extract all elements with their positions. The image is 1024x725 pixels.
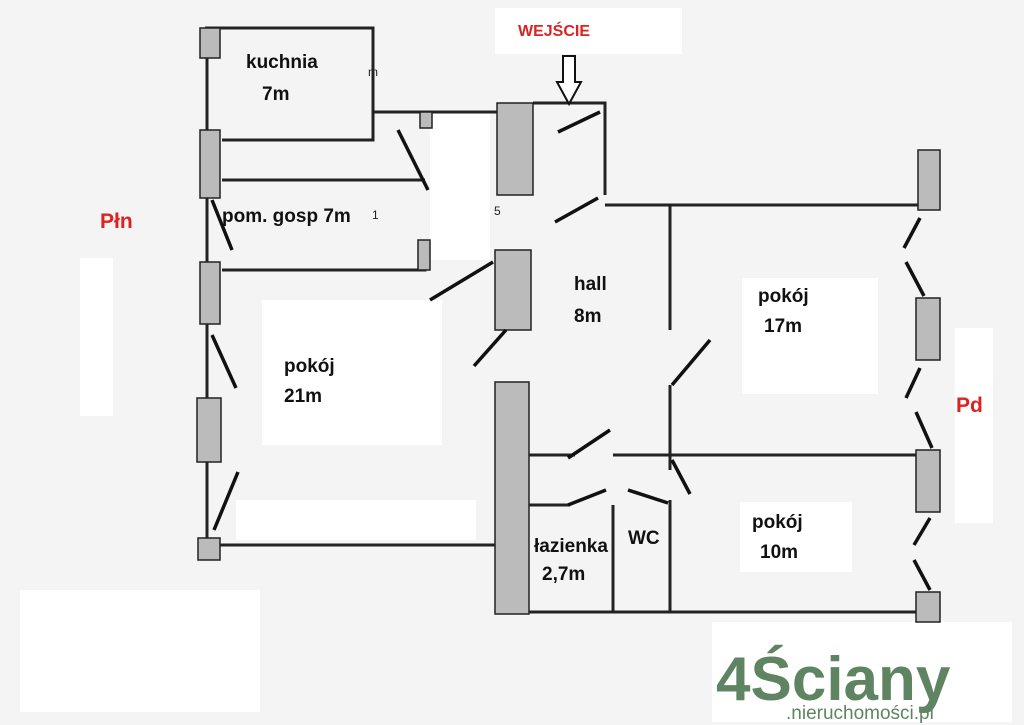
room-mid-name: pokój [758, 286, 809, 307]
cover-patch [712, 622, 1012, 722]
room-big-name: pokój [284, 356, 335, 377]
room-kitchen-name: kuchnia [246, 52, 318, 73]
cover-patch [430, 110, 490, 260]
logo-brand: 4Ściany [716, 645, 951, 714]
cover-patch [20, 590, 260, 712]
room-hall-area: 8m [574, 306, 601, 327]
direction-south: Pd [956, 394, 983, 417]
cover-patch [742, 278, 878, 394]
room-utility-name: pom. gosp 7m [222, 206, 351, 227]
room-kitchen-area: 7m [262, 84, 289, 105]
cover-patch [262, 300, 442, 445]
stray-fragment: 1 [372, 208, 379, 222]
cover-patch [495, 8, 682, 54]
pillars [196, 27, 941, 623]
stray-fragment: m [368, 65, 378, 79]
room-big-area: 21m [284, 386, 322, 407]
cover-patch [236, 500, 476, 540]
room-mid-area: 17m [764, 316, 802, 337]
room-hall-name: hall [574, 274, 607, 295]
stray-fragment: 5 [494, 204, 501, 218]
room-small-name: pokój [752, 512, 803, 533]
doors [210, 110, 934, 591]
room-bathroom-name: łazienka [534, 536, 608, 557]
cover-patch [740, 502, 852, 572]
room-wc-name: WC [628, 528, 660, 549]
room-bathroom-area: 2,7m [542, 564, 585, 585]
entrance-label: WEJŚCIE [518, 21, 590, 40]
direction-north: Płn [100, 210, 133, 233]
entrance-arrow-icon [555, 55, 583, 107]
logo-sub: .nieruchomości.pl [786, 703, 934, 724]
cover-patch [955, 328, 993, 523]
cover-patch [80, 258, 113, 416]
room-small-area: 10m [760, 542, 798, 563]
